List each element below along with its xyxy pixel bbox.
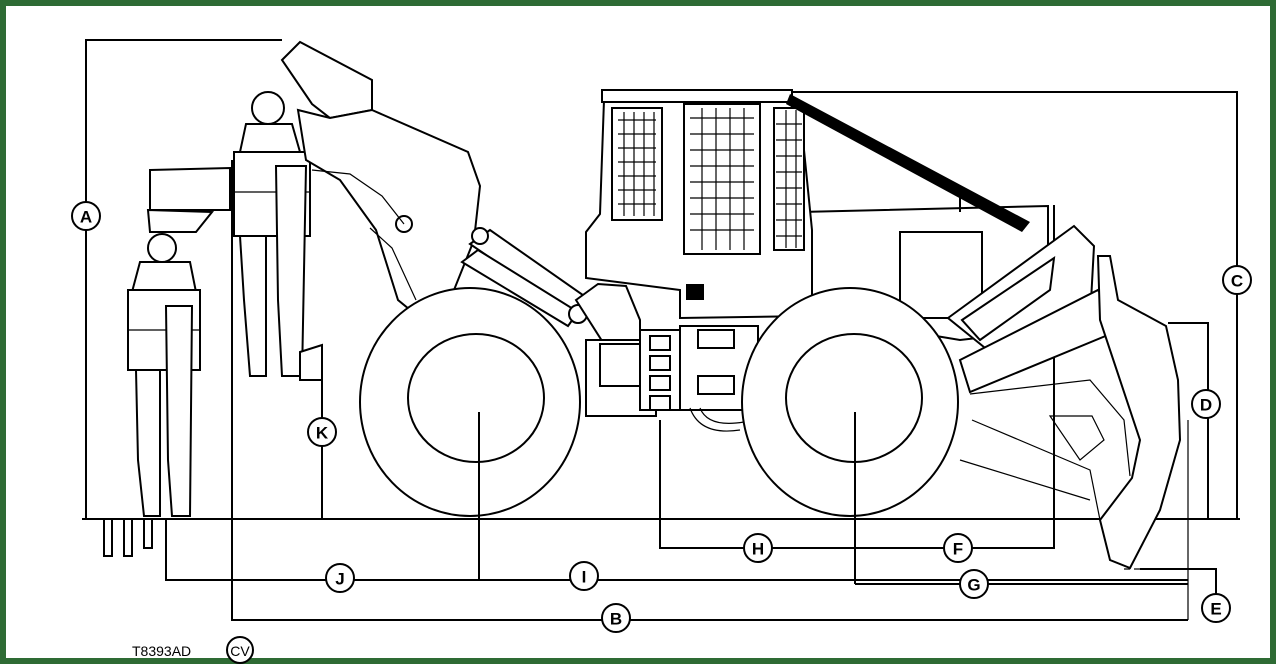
callout-a: A [71,201,101,231]
callout-c: C [1222,265,1252,295]
callout-f: F [943,533,973,563]
callout-k-label: K [316,424,329,443]
callout-b-label: B [610,610,622,629]
grapple-lowered [103,166,231,557]
front-tire [359,287,581,519]
callout-b: B [601,603,631,633]
dim-line-h-f [659,205,1055,549]
callout-e-label: E [1210,600,1221,619]
figure-id: T8393AD [132,643,191,659]
callout-h: H [743,533,773,563]
callout-e: E [1201,593,1231,623]
rear-tire [741,287,959,519]
grapple-raised [233,91,323,381]
figure-suffix-circle [226,636,254,664]
callout-c-label: C [1231,272,1243,291]
dim-line-a [85,39,282,519]
callout-d: D [1191,389,1221,419]
callout-k: K [307,417,337,447]
blade-assembly [946,224,1188,570]
dim-line-j-i [165,519,1188,581]
callout-a-label: A [80,208,92,227]
boom-arch [280,40,592,328]
callout-h-label: H [752,540,764,559]
callout-j: J [325,563,355,593]
dim-line-b [231,160,1188,621]
callout-i: I [569,561,599,591]
callout-g-label: G [967,576,980,595]
callout-i-label: I [582,568,587,587]
figure-suffix: CV [230,643,250,659]
dim-line-d [1168,322,1209,519]
callout-g: G [959,569,989,599]
callout-f-label: F [953,540,963,559]
machine-body [574,89,1049,432]
callout-j-label: J [335,570,344,589]
callout-d-label: D [1200,396,1212,415]
dim-line-c [790,91,1238,519]
